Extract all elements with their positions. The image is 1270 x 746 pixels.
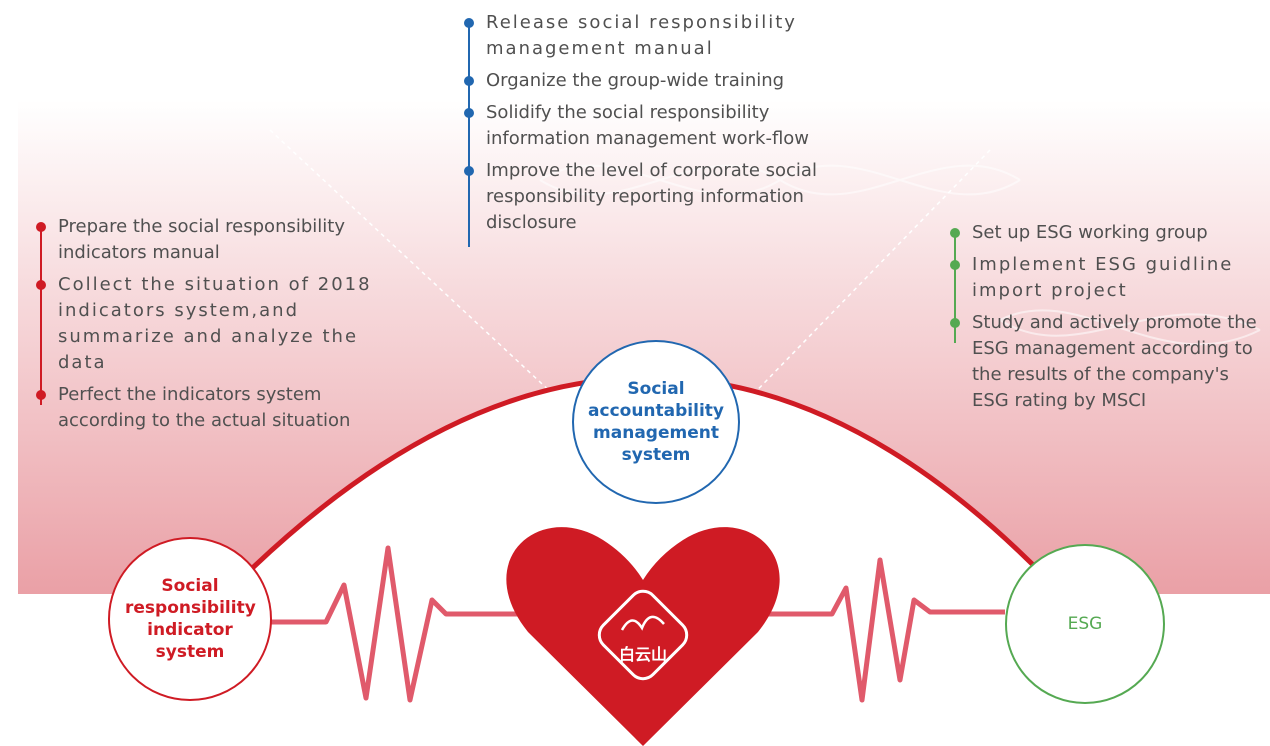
right-list: Set up ESG working group Implement ESG g… — [950, 220, 1262, 420]
left-item-text: Prepare the social responsibility indica… — [58, 216, 345, 263]
logo-text: 白云山 — [619, 645, 667, 664]
list-item: Solidify the social responsibility infor… — [464, 100, 836, 152]
node-esg: ESG — [1005, 544, 1165, 704]
list-item: Study and actively promote the ESG manag… — [950, 310, 1262, 414]
center-item-text: Organize the group-wide training — [486, 70, 785, 91]
bullet-dot — [36, 390, 46, 400]
bullet-dot — [950, 318, 960, 328]
center-list: Release social responsibility management… — [464, 10, 836, 247]
list-item: Improve the level of corporate social re… — [464, 158, 836, 236]
right-item-text: Study and actively promote the ESG manag… — [972, 312, 1257, 411]
node-indicator-system: Social responsibility indicator system — [108, 537, 272, 701]
list-item: Prepare the social responsibility indica… — [36, 214, 403, 266]
left-item-text: Collect the situation of 2018 indicators… — [58, 274, 372, 373]
list-item: Organize the group-wide training — [464, 68, 836, 94]
heart-shape — [506, 527, 780, 746]
pulse-line-right — [768, 557, 1005, 703]
node-label: Social responsibility indicator system — [125, 576, 256, 662]
bullet-dot — [464, 108, 474, 118]
right-item-text: Set up ESG working group — [972, 222, 1208, 243]
node-social-accountability: Social accountability management system — [572, 340, 740, 504]
list-item: Collect the situation of 2018 indicators… — [36, 272, 403, 376]
right-list-line — [954, 233, 956, 343]
dna-decoration — [539, 164, 1261, 346]
bullet-dot — [950, 260, 960, 270]
center-item-text: Solidify the social responsibility infor… — [486, 102, 810, 149]
bullet-dot — [950, 228, 960, 238]
bullet-dot — [36, 222, 46, 232]
logo-emblem: 白云山 — [597, 589, 689, 681]
center-list-line — [468, 23, 470, 247]
left-list-line — [40, 227, 42, 405]
list-item: Implement ESG guidline import project — [950, 252, 1262, 304]
bullet-dot — [36, 280, 46, 290]
list-item: Set up ESG working group — [950, 220, 1262, 246]
list-item: Release social responsibility management… — [464, 10, 836, 62]
bullet-dot — [464, 18, 474, 28]
center-item-text: Improve the level of corporate social re… — [486, 160, 817, 233]
bullet-dot — [464, 166, 474, 176]
center-item-text: Release social responsibility management… — [486, 12, 797, 59]
dome — [240, 377, 1048, 746]
right-item-text: Implement ESG guidline import project — [972, 254, 1234, 301]
node-label: Social accountability management system — [588, 379, 724, 465]
bullet-dot — [464, 76, 474, 86]
node-label: ESG — [1067, 614, 1103, 634]
list-item: Perfect the indicators system according … — [36, 382, 403, 434]
left-item-text: Perfect the indicators system according … — [58, 384, 351, 431]
pulse-line-left — [268, 545, 520, 703]
left-list: Prepare the social responsibility indica… — [36, 214, 403, 440]
